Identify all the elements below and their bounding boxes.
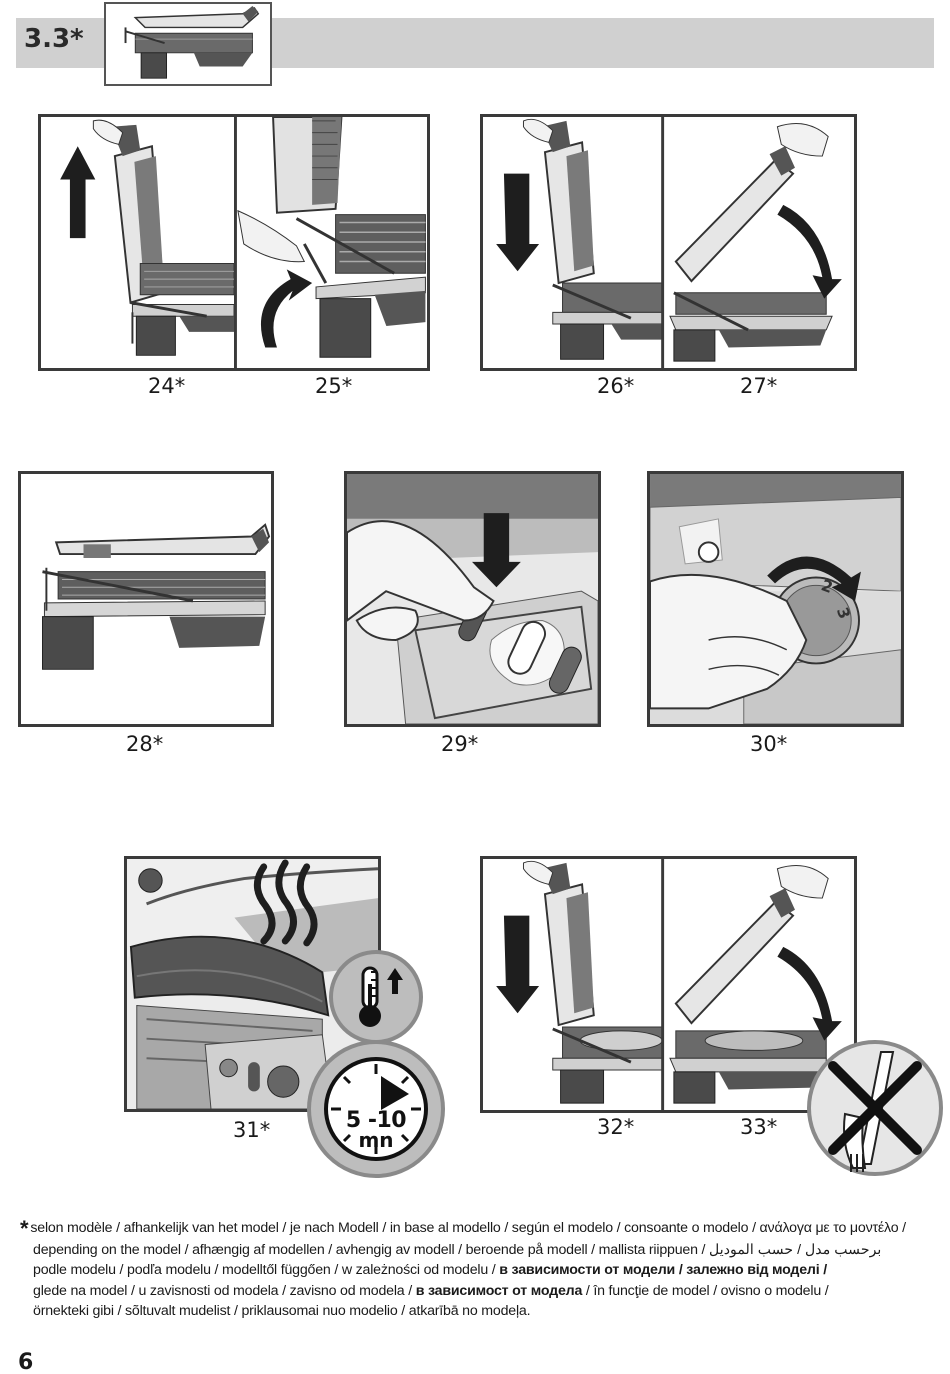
section-number: 3.3* [24, 24, 84, 54]
page-number: 6 [18, 1350, 34, 1374]
model-footnote: *selon modèle / afhankelijk van het mode… [20, 1218, 936, 1322]
figure-28-panel [18, 471, 274, 727]
footnote-line-3a: podle modelu / podľa modelu / modelltől … [33, 1262, 500, 1278]
timer-badge: 5 -10 mn [307, 1040, 445, 1178]
figure-33-illustration [669, 865, 842, 1104]
curved-arrow-icon [767, 556, 861, 601]
figure-24-illustration [42, 117, 235, 368]
figure-label-24: 24* [148, 374, 186, 398]
figure-25-illustration [237, 117, 426, 358]
figure-24-25-panel [38, 114, 430, 371]
figure-27-illustration [669, 123, 842, 362]
thermometer-badge [329, 950, 423, 1044]
figure-label-28: 28* [126, 732, 164, 756]
figure-label-26: 26* [597, 374, 635, 398]
timer-unit: mn [358, 1128, 394, 1152]
curved-arrow-icon [777, 946, 842, 1041]
steam-icon [253, 859, 318, 947]
footnote-line-4a: glede na model / u zavisnosti od modela … [33, 1282, 416, 1299]
figure-32-33-panel [480, 856, 857, 1113]
figure-30-panel: 2 3 [647, 471, 904, 727]
figure-31-panel [124, 856, 381, 1112]
footnote-asterisk: * [20, 1216, 29, 1241]
timer-value: 5 -10 [345, 1108, 407, 1133]
figure-26-illustration [496, 118, 663, 360]
figure-label-30: 30* [750, 732, 788, 756]
footnote-line-3b: в зависимости от модели / залежно від мо… [499, 1262, 827, 1278]
figure-label-25: 25* [315, 374, 353, 398]
up-arrow-icon [60, 146, 96, 239]
figure-label-32: 32* [597, 1115, 635, 1139]
figure-label-31: 31* [233, 1118, 271, 1142]
curved-arrow-icon [777, 204, 842, 299]
down-arrow-icon [496, 915, 540, 1014]
header-grill-thumbnail [104, 2, 272, 86]
figure-label-29: 29* [441, 732, 479, 756]
footnote-line-1: selon modèle / afhankelijk van het model… [30, 1220, 906, 1236]
footnote-line-5: örnekteki gibi / sõltuvalt mudelist / pr… [33, 1303, 531, 1319]
curved-arrow-icon [260, 269, 313, 348]
no-metal-utensils-icon [828, 1051, 922, 1172]
figure-29-panel [344, 471, 601, 727]
figure-label-33: 33* [740, 1115, 778, 1139]
figure-32-illustration [496, 860, 663, 1104]
down-arrow-icon [496, 173, 540, 272]
footnote-line-4b: в зависимост от модела [415, 1282, 583, 1299]
footnote-line-4c: / în funcţie de model / ovisno o modelu … [582, 1282, 829, 1299]
no-metal-utensils-badge [807, 1040, 943, 1176]
thermometer-icon [359, 966, 403, 1027]
footnote-line-2: depending on the model / afhængig af mod… [33, 1241, 882, 1258]
figure-26-27-panel [480, 114, 857, 371]
figure-label-27: 27* [740, 374, 778, 398]
timer-icon [324, 1057, 428, 1161]
